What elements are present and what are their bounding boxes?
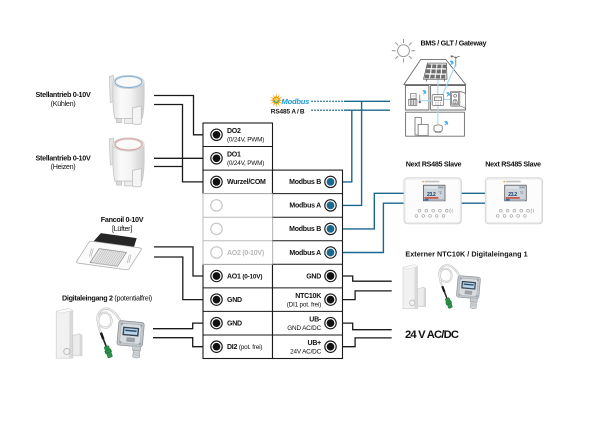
svg-text:GND: GND <box>227 320 242 327</box>
svg-text:Externer NTC10K / Digitaleinga: Externer NTC10K / Digitaleingang 1 <box>405 249 527 258</box>
svg-text:24V AC/DC: 24V AC/DC <box>290 348 321 355</box>
svg-text:Stellantrieb 0-10V: Stellantrieb 0-10V <box>36 90 91 99</box>
svg-text:UB+: UB+ <box>308 340 322 347</box>
svg-text:(0/24V, PWM): (0/24V, PWM) <box>227 160 264 167</box>
svg-text:Wurzel/COM: Wurzel/COM <box>227 179 266 186</box>
svg-text:DO1: DO1 <box>227 152 241 159</box>
svg-text:AO1 (0-10V): AO1 (0-10V) <box>227 273 262 280</box>
svg-text:[Lüfter]: [Lüfter] <box>112 224 132 233</box>
svg-text:GND: GND <box>227 297 242 304</box>
svg-text:UB-: UB- <box>309 317 322 324</box>
svg-text:Stellantrieb 0-10V: Stellantrieb 0-10V <box>36 153 91 162</box>
svg-text:Digitaleingang 2 (potentialfre: Digitaleingang 2 (potentialfrei) <box>62 294 152 303</box>
svg-text:GND: GND <box>306 273 321 280</box>
svg-text:Modbus B: Modbus B <box>289 226 321 233</box>
svg-text:(Heizen): (Heizen) <box>51 162 76 171</box>
svg-text:Modbus A: Modbus A <box>289 203 321 210</box>
svg-text:23.2: 23.2 <box>427 192 436 198</box>
svg-text:24 V AC/DC: 24 V AC/DC <box>405 329 459 341</box>
svg-text:(DI1 pot. frei): (DI1 pot. frei) <box>287 301 321 308</box>
svg-text:Next RS485 Slave: Next RS485 Slave <box>406 159 462 168</box>
svg-text:DI2 (pot. frei): DI2 (pot. frei) <box>227 344 262 351</box>
svg-text:RS485 A / B: RS485 A / B <box>271 108 305 115</box>
svg-text:DO2: DO2 <box>227 128 241 135</box>
svg-text:Modbus: Modbus <box>282 97 310 106</box>
svg-text:Fancoil 0-10V: Fancoil 0-10V <box>101 215 144 224</box>
svg-text:NTC10K: NTC10K <box>295 293 321 300</box>
svg-text:AO2 (0-10V): AO2 (0-10V) <box>227 250 264 257</box>
svg-text:°C: °C <box>439 191 443 195</box>
svg-text:Next RS485 Slave: Next RS485 Slave <box>485 159 541 168</box>
svg-text:Modbus A: Modbus A <box>289 250 321 257</box>
svg-text:(0/24V, PWM): (0/24V, PWM) <box>227 137 264 144</box>
svg-text:(Kühlen): (Kühlen) <box>51 99 76 108</box>
svg-text:GND AC/DC: GND AC/DC <box>287 325 321 332</box>
svg-text:BMS / GLT / Gateway: BMS / GLT / Gateway <box>421 39 487 48</box>
svg-text:Modbus B: Modbus B <box>289 179 321 186</box>
